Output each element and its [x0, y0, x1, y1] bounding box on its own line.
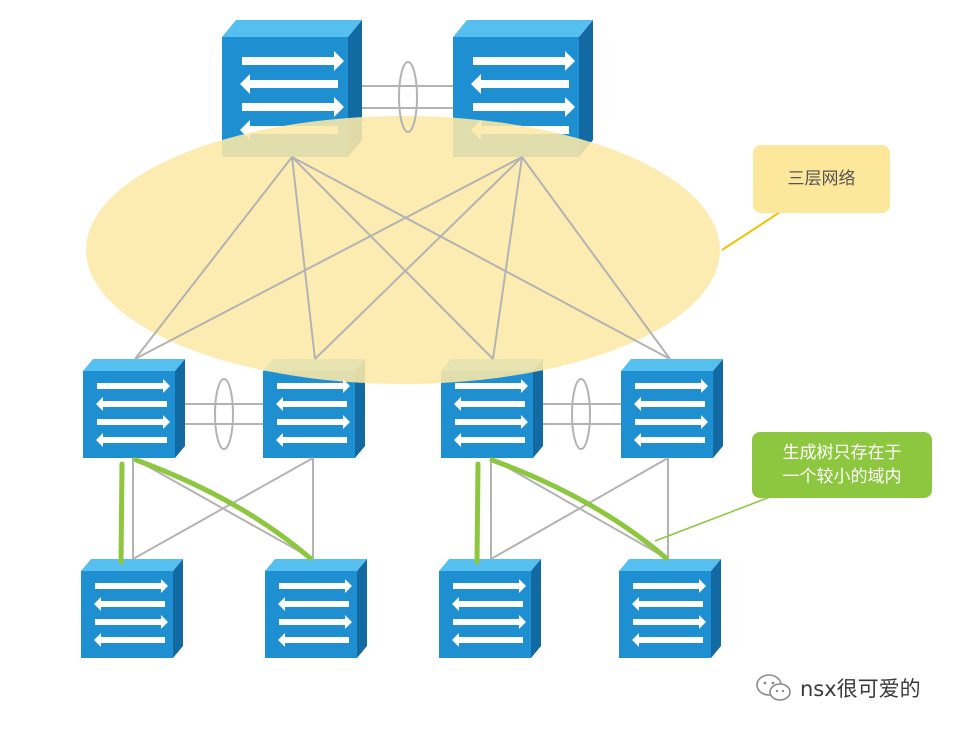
- switch-icon: [83, 359, 185, 458]
- layer3-label: 三层网络: [787, 169, 856, 189]
- switch-icon: [621, 359, 723, 458]
- switch-icon: [265, 559, 367, 658]
- layer3-callout: 三层网络: [753, 145, 890, 213]
- stp-callout-leader: [654, 496, 771, 542]
- link-aggregation-icon: [362, 61, 453, 133]
- stp-links: [118, 457, 669, 565]
- link-aggregation-icon: [185, 378, 263, 450]
- switch-icon: [619, 559, 721, 658]
- access-links: [132, 457, 669, 560]
- watermark: nsx很可爱的: [754, 672, 921, 704]
- switch-icon: [81, 559, 183, 658]
- stp-callout: 生成树只存在于 一个较小的域内: [752, 432, 932, 498]
- stp-label: 生成树只存在于 一个较小的域内: [782, 443, 902, 487]
- layer3-region: [86, 116, 720, 384]
- core-links: [134, 156, 671, 360]
- link-aggregation-icon: [543, 378, 621, 450]
- switch-icon: [439, 559, 541, 658]
- watermark-text: nsx很可爱的: [800, 677, 921, 701]
- layer3-callout-leader: [721, 211, 781, 251]
- wechat-icon: [756, 674, 791, 701]
